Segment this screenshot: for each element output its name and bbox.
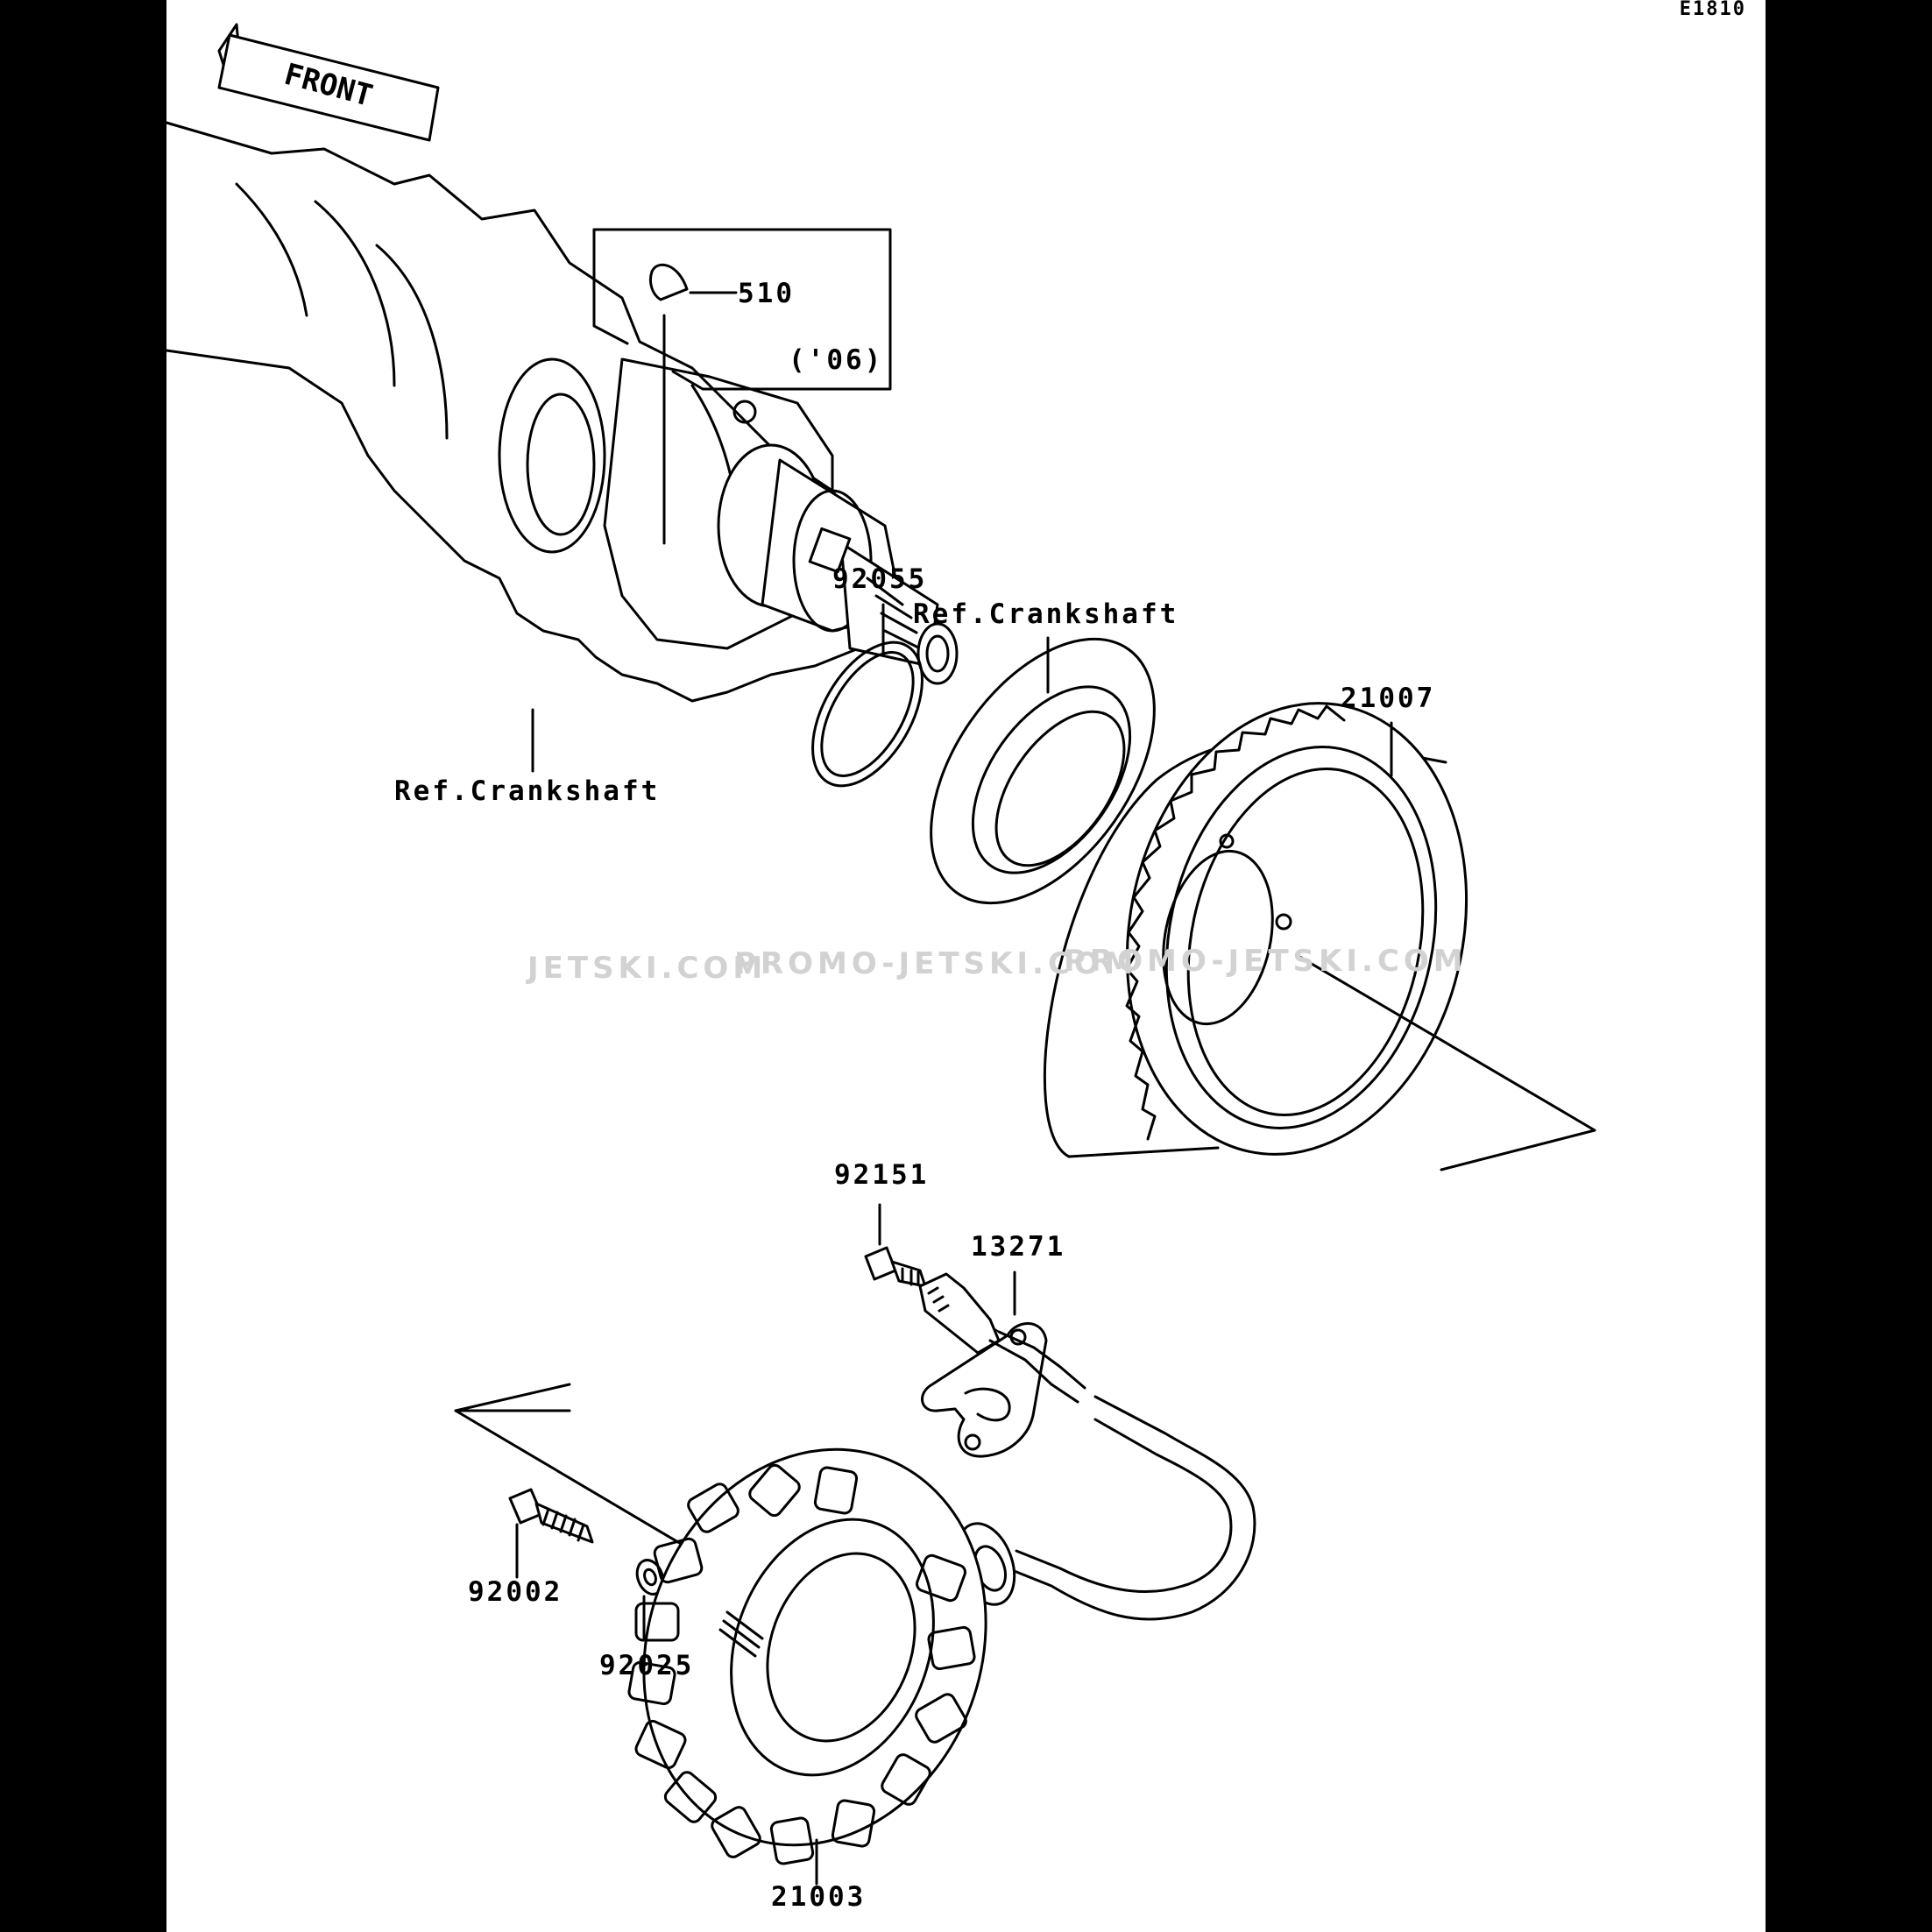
rotor-21007-drawing — [1043, 702, 1468, 1158]
bolt-92002-drawing — [508, 1488, 594, 1579]
diagram-code: E1810 — [1679, 0, 1746, 20]
woodruff-key-icon — [648, 263, 689, 301]
label-92151: 92151 — [834, 1159, 930, 1191]
label-13271: 13271 — [971, 1231, 1066, 1263]
label-92025: 92025 — [599, 1650, 695, 1681]
guide-line-upper — [1295, 953, 1596, 1171]
oil-seal-drawing — [930, 636, 1156, 905]
watermark-2: PROMO-JETSKI.COM — [734, 946, 1138, 981]
watermark-3: PROMO-JETSKI.COM — [1064, 944, 1468, 979]
key-inset-box — [592, 228, 892, 545]
label-ref-crankshaft-lower: Ref.Crankshaft — [394, 775, 661, 807]
label-92002: 92002 — [468, 1576, 563, 1608]
label-21003: 21003 — [771, 1881, 867, 1913]
label-510: 510 — [738, 278, 795, 309]
label-92055: 92055 — [832, 563, 928, 595]
stator-21003-drawing — [627, 1447, 987, 1886]
label-21007: 21007 — [1341, 683, 1436, 714]
watermark-1: JETSKI.COM — [527, 951, 768, 986]
front-arrow-icon: FRONT — [217, 23, 440, 142]
crankshaft-drawing — [166, 121, 959, 703]
plate-13271-drawing — [921, 1270, 1048, 1458]
label-ref-crankshaft-upper: Ref.Crankshaft — [913, 598, 1179, 630]
inset-note-06: ('06) — [789, 344, 884, 376]
ring-92055-drawing — [811, 603, 924, 788]
exploded-view-drawing: FRONT — [166, 23, 1596, 1886]
parts-diagram-sheet: FRONT — [166, 0, 1766, 1932]
